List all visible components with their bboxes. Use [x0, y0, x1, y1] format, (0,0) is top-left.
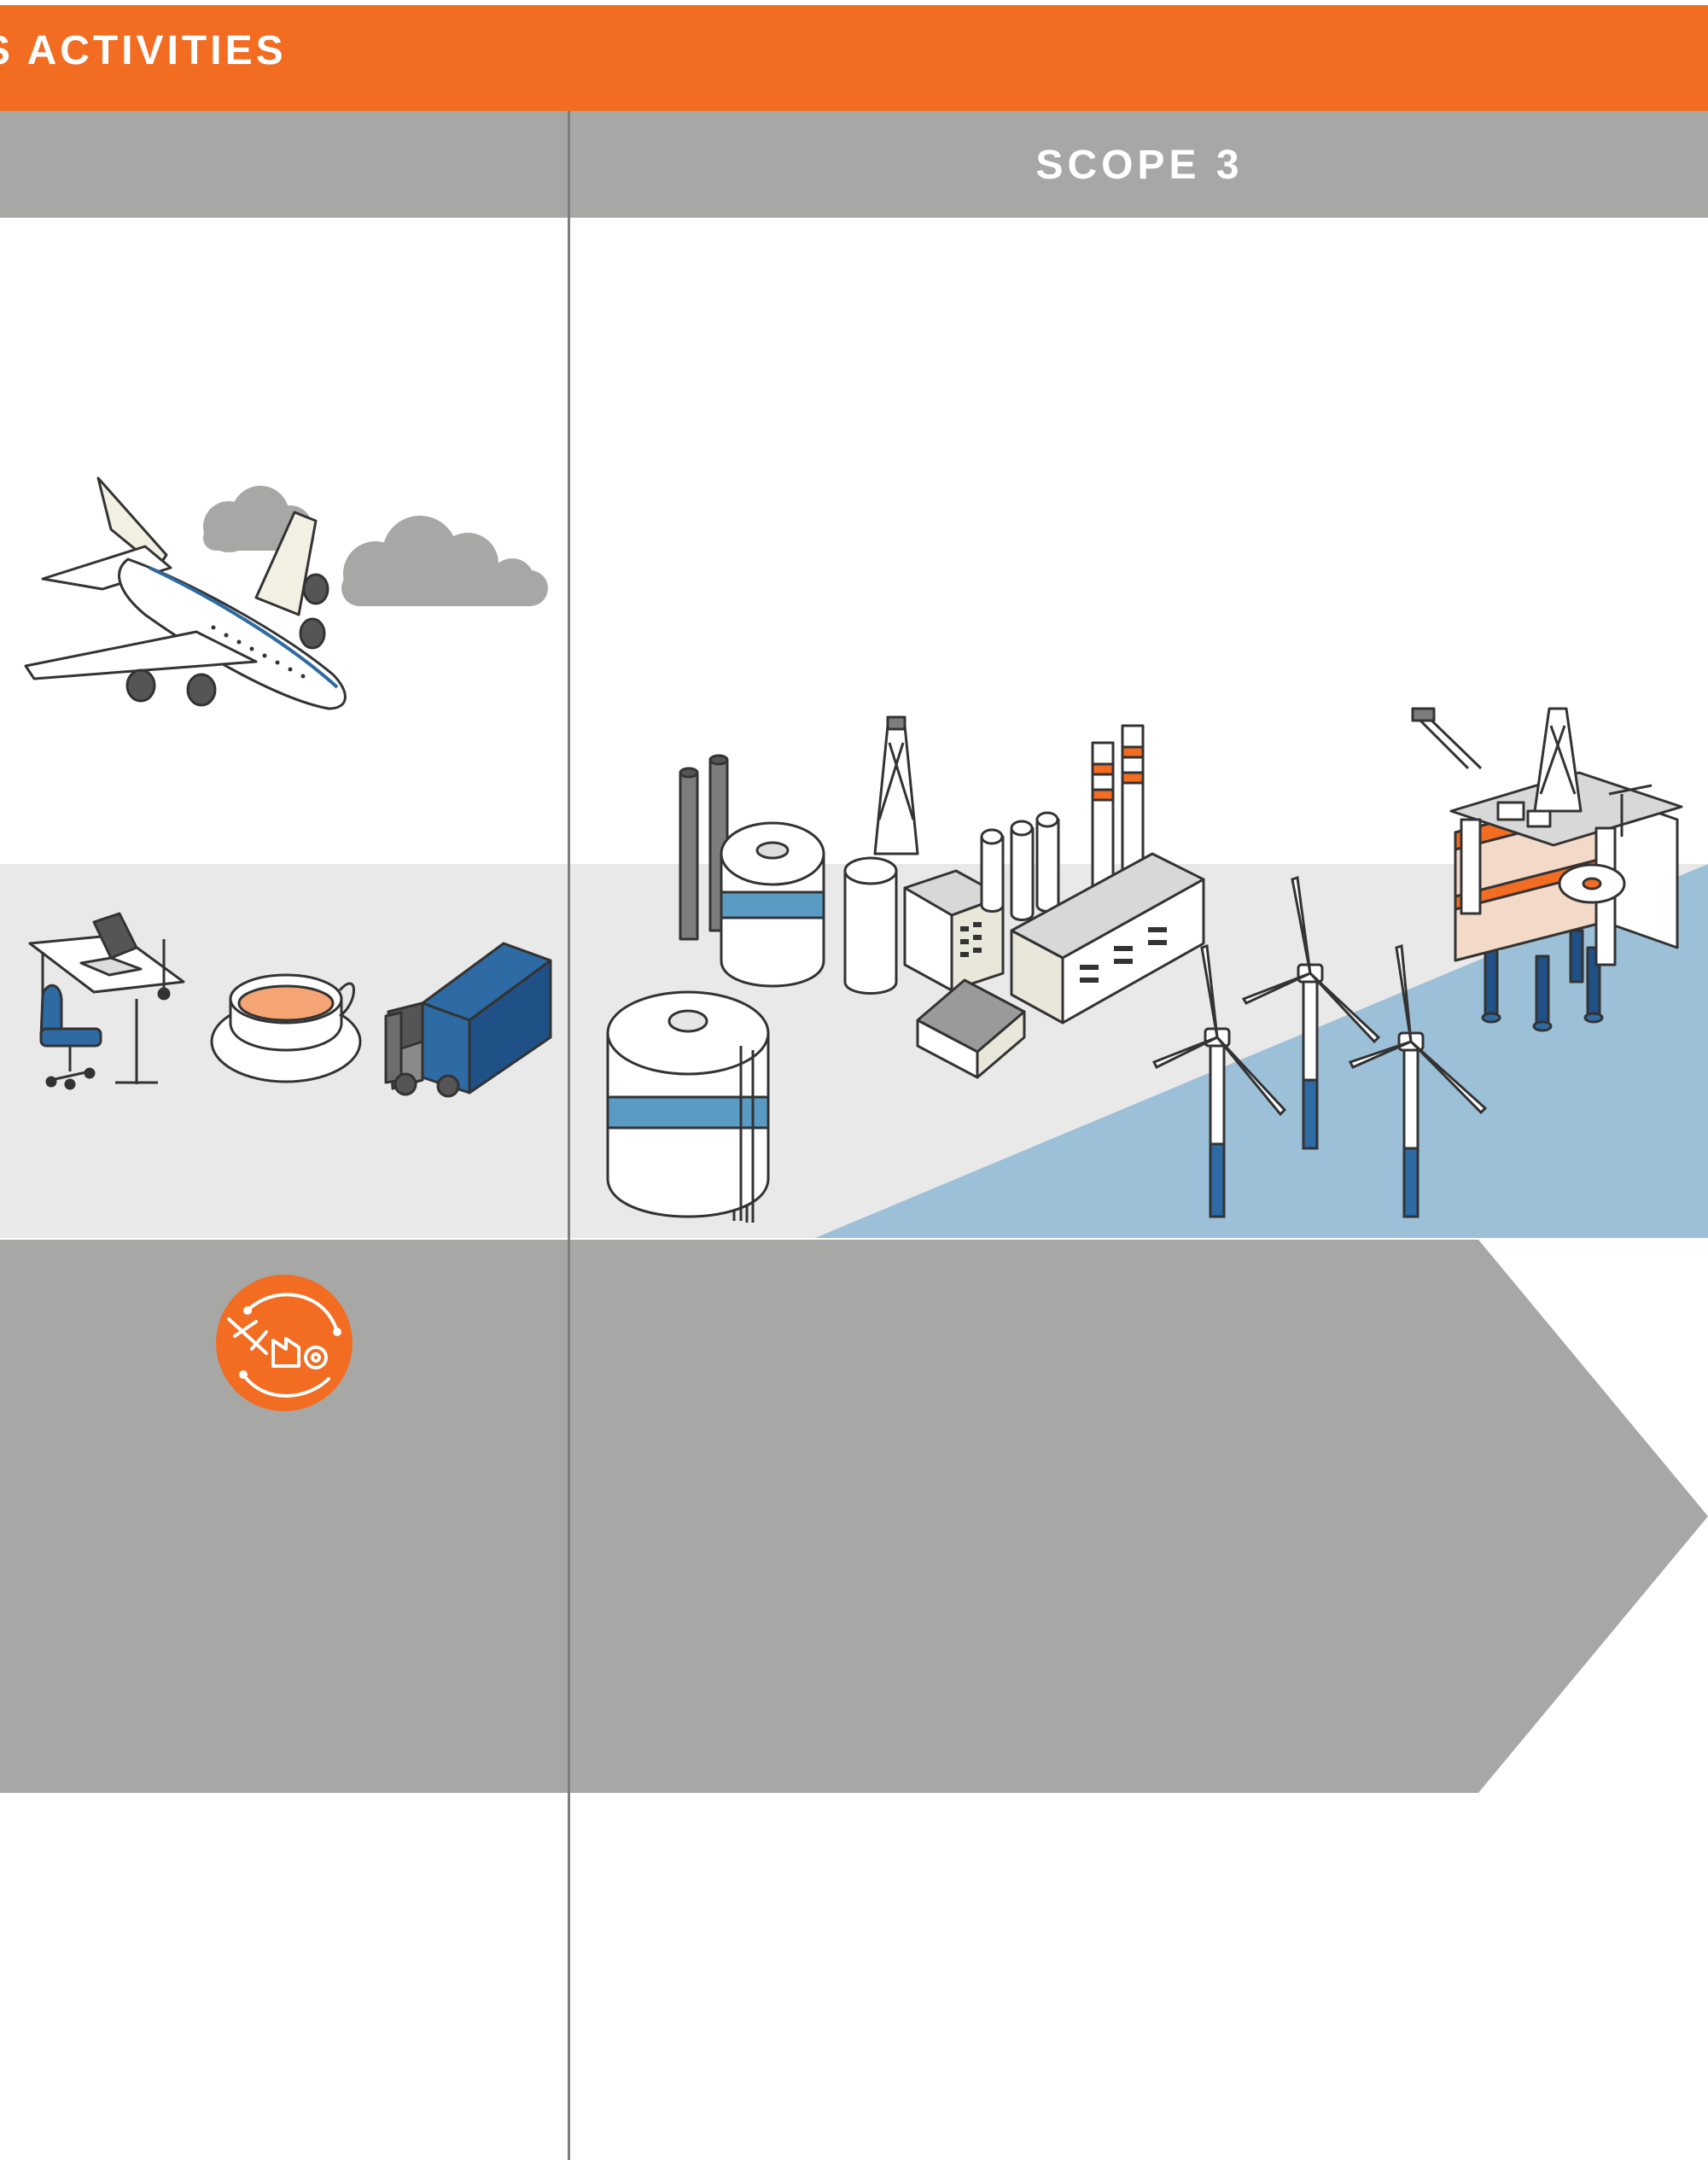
activities-banner: S ACTIVITIES — [0, 5, 1708, 111]
wind-turbine-icon — [1151, 876, 1488, 1218]
travel-factory-badge-icon — [216, 1275, 353, 1411]
cloud-icon — [203, 486, 548, 606]
teacup-icon — [210, 973, 362, 1083]
scope-header-bar: SCOPE 3 — [0, 111, 1708, 218]
refinery-icon — [679, 715, 1205, 1079]
storage-tank-icon-large — [606, 990, 770, 1223]
banner-title: S ACTIVITIES — [0, 28, 287, 73]
column-divider — [568, 111, 570, 2160]
desk-icon — [28, 912, 185, 1090]
truck-icon — [384, 942, 552, 1098]
scope-3-title: SCOPE 3 — [1035, 143, 1244, 188]
scope-3-arrow — [570, 1240, 1708, 1793]
airplane-icon — [24, 476, 347, 710]
oil-platform-icon — [1411, 707, 1683, 1032]
